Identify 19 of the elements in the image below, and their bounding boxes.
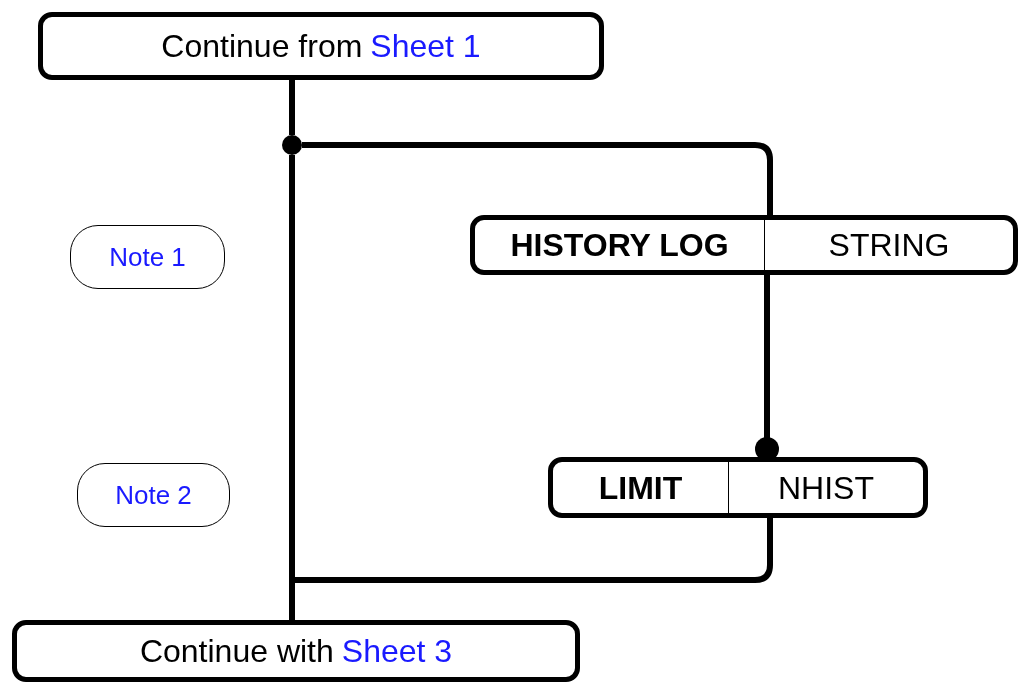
box-label: Continue with: [139, 632, 334, 671]
field-box: [548, 457, 928, 518]
connector-box: [38, 12, 604, 80]
note-label: Note 1: [109, 240, 186, 274]
field-name: HISTORY LOG: [510, 226, 729, 265]
field-box: [470, 215, 1018, 275]
note-label: Note 2: [115, 478, 192, 512]
box-label: Continue from: [161, 27, 363, 66]
field-value: NHIST: [778, 468, 874, 508]
field-name: LIMIT: [598, 468, 683, 508]
field-value: STRING: [828, 226, 950, 265]
note-box: [70, 225, 225, 289]
connector-line: [302, 142, 773, 215]
note-box: [77, 463, 230, 527]
connector-line: [289, 80, 295, 135]
sheet-link: Sheet 3: [341, 632, 453, 671]
sheet-link: Sheet 1: [370, 27, 481, 66]
connector-line: [289, 518, 773, 620]
connector-box: [12, 620, 580, 682]
